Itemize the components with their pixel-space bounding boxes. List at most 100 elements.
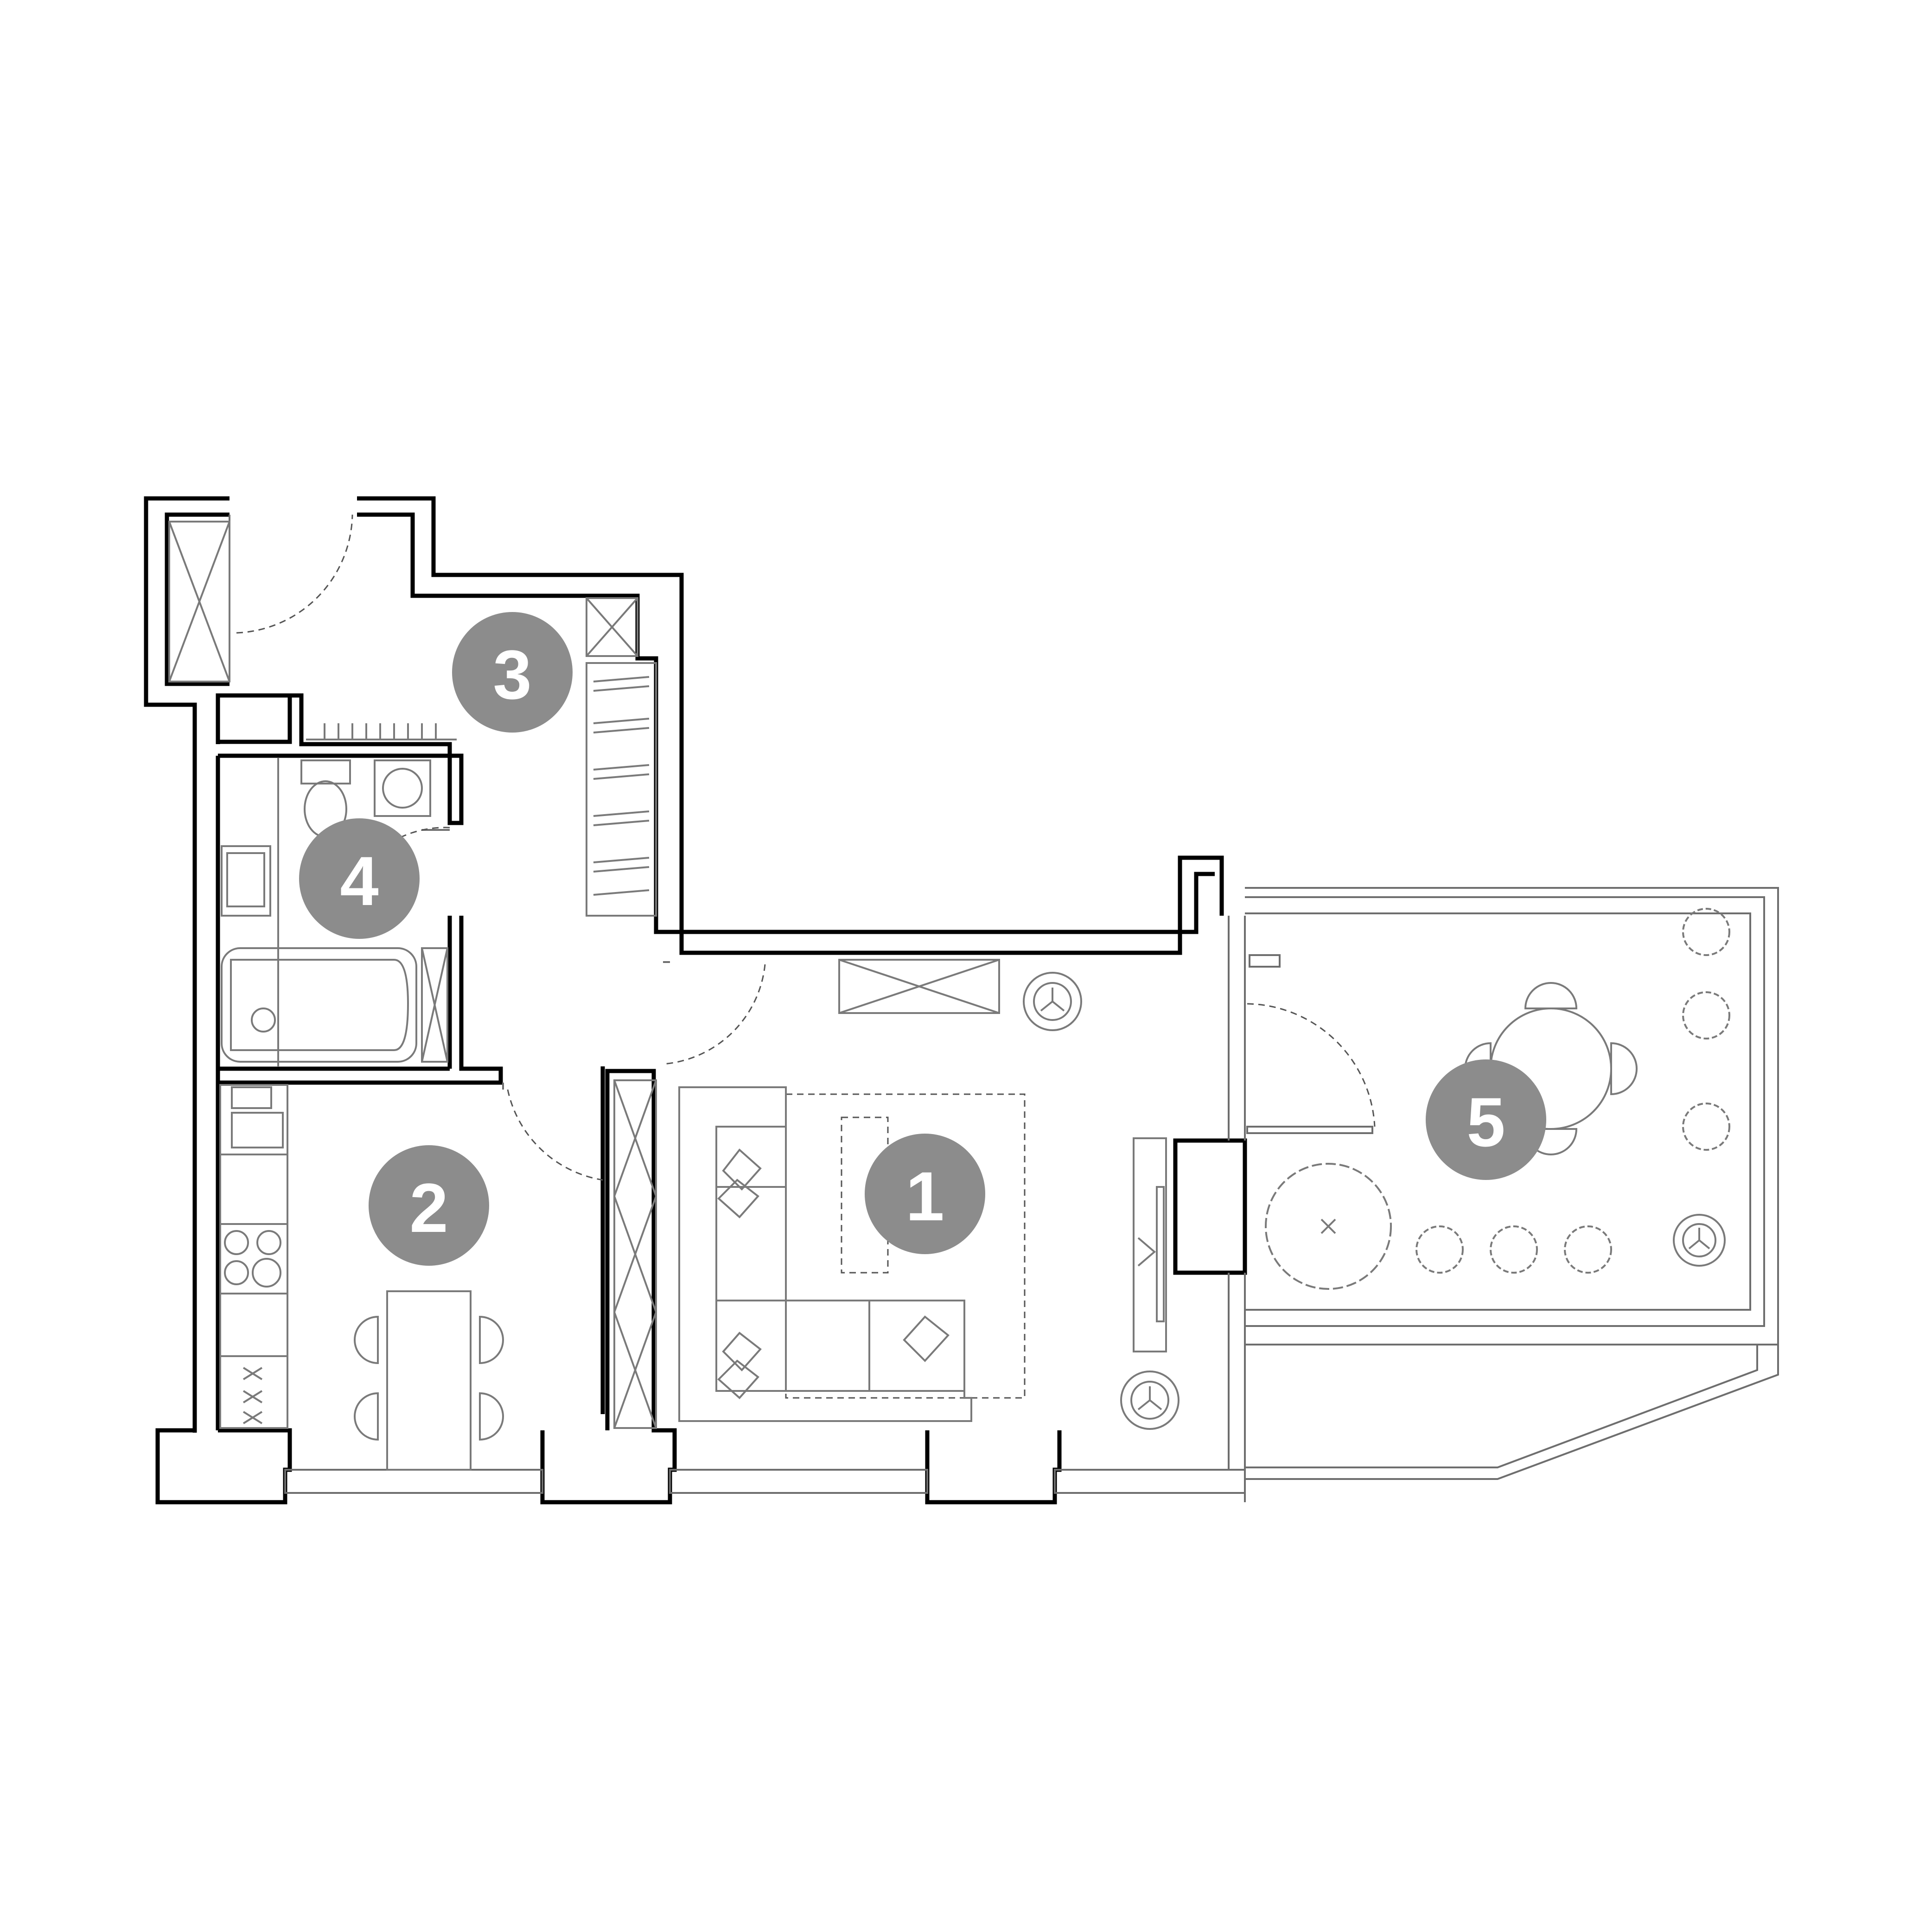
hob-burner-2 xyxy=(256,1230,281,1255)
radiator-hall-fins xyxy=(324,723,437,740)
balcony-light-spokes xyxy=(1688,1228,1710,1250)
balcony-chair-top xyxy=(1524,982,1578,1009)
bath-cabinet xyxy=(421,947,448,1063)
tv-stand xyxy=(1133,1137,1167,1352)
ceiling-light-1 xyxy=(1023,972,1082,1031)
balcony-railing-mid xyxy=(1245,912,1751,1311)
entry-door-swing xyxy=(236,514,353,634)
room-marker-2: 2 xyxy=(369,1145,489,1266)
wall-hall-inner xyxy=(357,512,1215,934)
room-marker-2-circle xyxy=(369,1145,489,1266)
room-markers: 1 2 3 4 5 xyxy=(299,612,1546,1266)
hall-shelf-cross-b xyxy=(586,597,638,657)
room-marker-4: 4 xyxy=(299,818,420,939)
sink xyxy=(221,845,271,917)
plant-1 xyxy=(1682,908,1730,956)
ceiling-light-2-spokes xyxy=(1137,1386,1162,1410)
hanger-6 xyxy=(593,889,650,896)
ceiling-light-2-inner xyxy=(1130,1381,1169,1420)
hanger-3 xyxy=(593,764,650,780)
wardrobe xyxy=(586,662,657,917)
balcony-light xyxy=(1673,1214,1726,1267)
room-number-3: 3 xyxy=(493,636,531,714)
wall-pier-se xyxy=(925,1430,1062,1505)
washing-machine xyxy=(374,759,431,817)
cushion-3 xyxy=(722,1332,762,1371)
ceiling-light-2 xyxy=(1120,1371,1180,1430)
balcony-furniture xyxy=(1265,908,1730,1290)
living-wardrobe-cross xyxy=(613,1080,657,1428)
fridge-symbols xyxy=(242,1367,263,1424)
chair-3 xyxy=(479,1315,504,1365)
balcony-lower-slab-outer xyxy=(1245,1345,1779,1480)
balcony xyxy=(1245,887,1779,1480)
entry-cabinet-cross-b xyxy=(168,521,230,682)
chair-4 xyxy=(479,1392,504,1441)
rug xyxy=(785,1093,1026,1399)
bathroom-fixtures xyxy=(221,758,448,1066)
living-cabinet-cross-b xyxy=(839,959,1000,1014)
wall-pier-sw xyxy=(155,1428,292,1505)
washing-machine-drum xyxy=(382,768,423,809)
kitchen-sink xyxy=(231,1086,272,1109)
wall-entry-west-inner xyxy=(165,512,230,686)
cushion-1 xyxy=(722,1148,762,1191)
wall-entry-west xyxy=(144,496,230,1433)
sink-basin xyxy=(226,852,265,907)
chair-1 xyxy=(354,1315,379,1365)
entry-cabinet xyxy=(168,521,230,682)
living-door-swing xyxy=(663,964,766,1065)
wall-niche xyxy=(216,693,292,744)
hob-burner-1 xyxy=(224,1230,249,1255)
bathtub xyxy=(221,947,417,1063)
room-number-4: 4 xyxy=(340,842,378,920)
balcony-light-inner xyxy=(1682,1223,1716,1257)
hanger-2 xyxy=(593,718,650,733)
room-number-1: 1 xyxy=(905,1157,944,1235)
room-number-5: 5 xyxy=(1467,1083,1505,1161)
chair-2 xyxy=(354,1392,379,1441)
balcony-door-leaf xyxy=(1246,1126,1373,1134)
bathtub-basin xyxy=(230,959,409,1051)
living-cabinet xyxy=(838,959,1000,1014)
plant-3 xyxy=(1682,1103,1730,1151)
room-marker-5-circle xyxy=(1426,1059,1546,1180)
room-marker-3: 3 xyxy=(452,612,573,733)
balcony-railing-inner xyxy=(1245,896,1765,1327)
wall-column-east xyxy=(1173,1138,1247,1275)
plant-2 xyxy=(1682,991,1730,1039)
room-marker-3-circle xyxy=(452,612,573,733)
wardrobe-hangers xyxy=(593,676,650,896)
hob-burner-3 xyxy=(224,1260,249,1285)
walls xyxy=(144,496,1247,1505)
balcony-door-hinge xyxy=(1249,954,1281,968)
cushion-2 xyxy=(717,1179,759,1218)
radiator-hall xyxy=(306,723,457,740)
tv xyxy=(1156,1186,1165,1322)
window-south-3 xyxy=(1054,1469,1246,1494)
plant-large xyxy=(1265,1163,1392,1290)
balcony-lower-slab xyxy=(1245,1344,1758,1468)
ceiling-light-1-inner xyxy=(1033,982,1072,1021)
wall-bath-east xyxy=(218,916,503,1085)
room-marker-5: 5 xyxy=(1426,1059,1546,1180)
room-number-2: 2 xyxy=(409,1169,448,1247)
hob-burner-4 xyxy=(252,1258,281,1288)
floor-plan-drawing: 1 2 3 4 5 xyxy=(144,496,1779,1505)
wall-bath-top xyxy=(216,693,464,825)
bathtub-drain xyxy=(251,1007,276,1033)
hanger-1 xyxy=(593,676,650,692)
cushion-5 xyxy=(903,1315,950,1362)
bath-cabinet-cross-b xyxy=(421,948,448,1062)
living-room-furniture xyxy=(613,959,1180,1430)
room-marker-4-circle xyxy=(299,818,420,939)
hanger-5 xyxy=(593,857,650,873)
window-south-1 xyxy=(284,1469,543,1494)
dining-table xyxy=(386,1290,472,1471)
ceiling-light-1-spokes xyxy=(1040,988,1065,1012)
sofa-back-inner xyxy=(715,1127,965,1391)
toilet-tank xyxy=(300,759,351,784)
hanger-4 xyxy=(593,810,650,826)
kitchen-fixtures xyxy=(219,1084,504,1471)
